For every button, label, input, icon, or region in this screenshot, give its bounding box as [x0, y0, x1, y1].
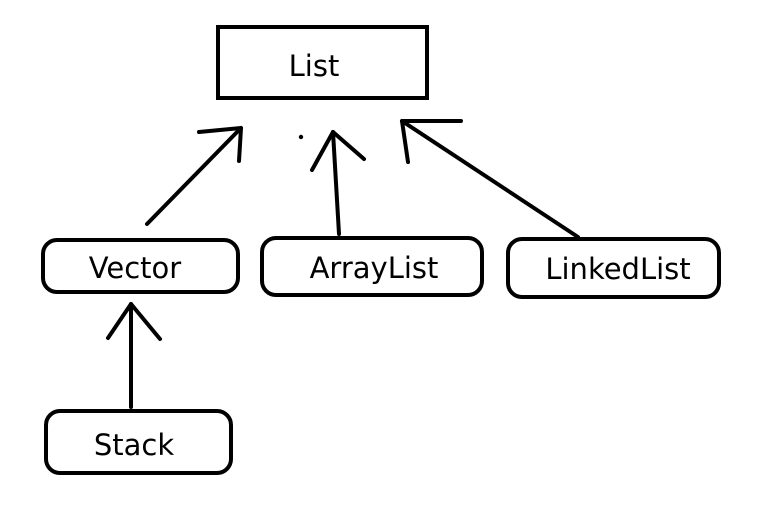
node-vector-box [41, 238, 240, 294]
node-list: List [216, 25, 429, 100]
node-arraylist-box [260, 236, 484, 297]
arrow-linkedlist-to-list-head [400, 119, 463, 164]
node-linkedlist-label: LinkedList [545, 252, 690, 286]
node-vector-label: Vector [89, 251, 181, 285]
node-stack: Stack [44, 409, 233, 475]
arrow-linkedlist-to-list [400, 119, 580, 239]
node-list-box [216, 25, 429, 100]
arrow-vector-to-list-head [197, 126, 243, 163]
stray-dot [298, 134, 304, 140]
node-stack-box [44, 409, 233, 475]
node-arraylist-label: ArrayList [310, 251, 439, 285]
node-linkedlist: LinkedList [506, 237, 721, 299]
node-linkedlist-box [506, 237, 721, 299]
arrow-arraylist-to-list-shaft [331, 130, 341, 236]
arrow-arraylist-to-list [310, 130, 366, 236]
arrow-arraylist-to-list-head [310, 130, 366, 172]
arrow-linkedlist-to-list-shaft [400, 119, 580, 239]
arrow-vector-to-list [145, 126, 243, 226]
arrow-stack-to-vector [106, 302, 162, 409]
arrow-stack-to-vector-head [106, 302, 162, 341]
node-list-label: List [289, 49, 340, 83]
node-stack-label: Stack [94, 428, 174, 462]
node-vector: Vector [41, 238, 240, 294]
node-arraylist: ArrayList [260, 236, 484, 297]
arrow-vector-to-list-shaft [145, 126, 243, 226]
